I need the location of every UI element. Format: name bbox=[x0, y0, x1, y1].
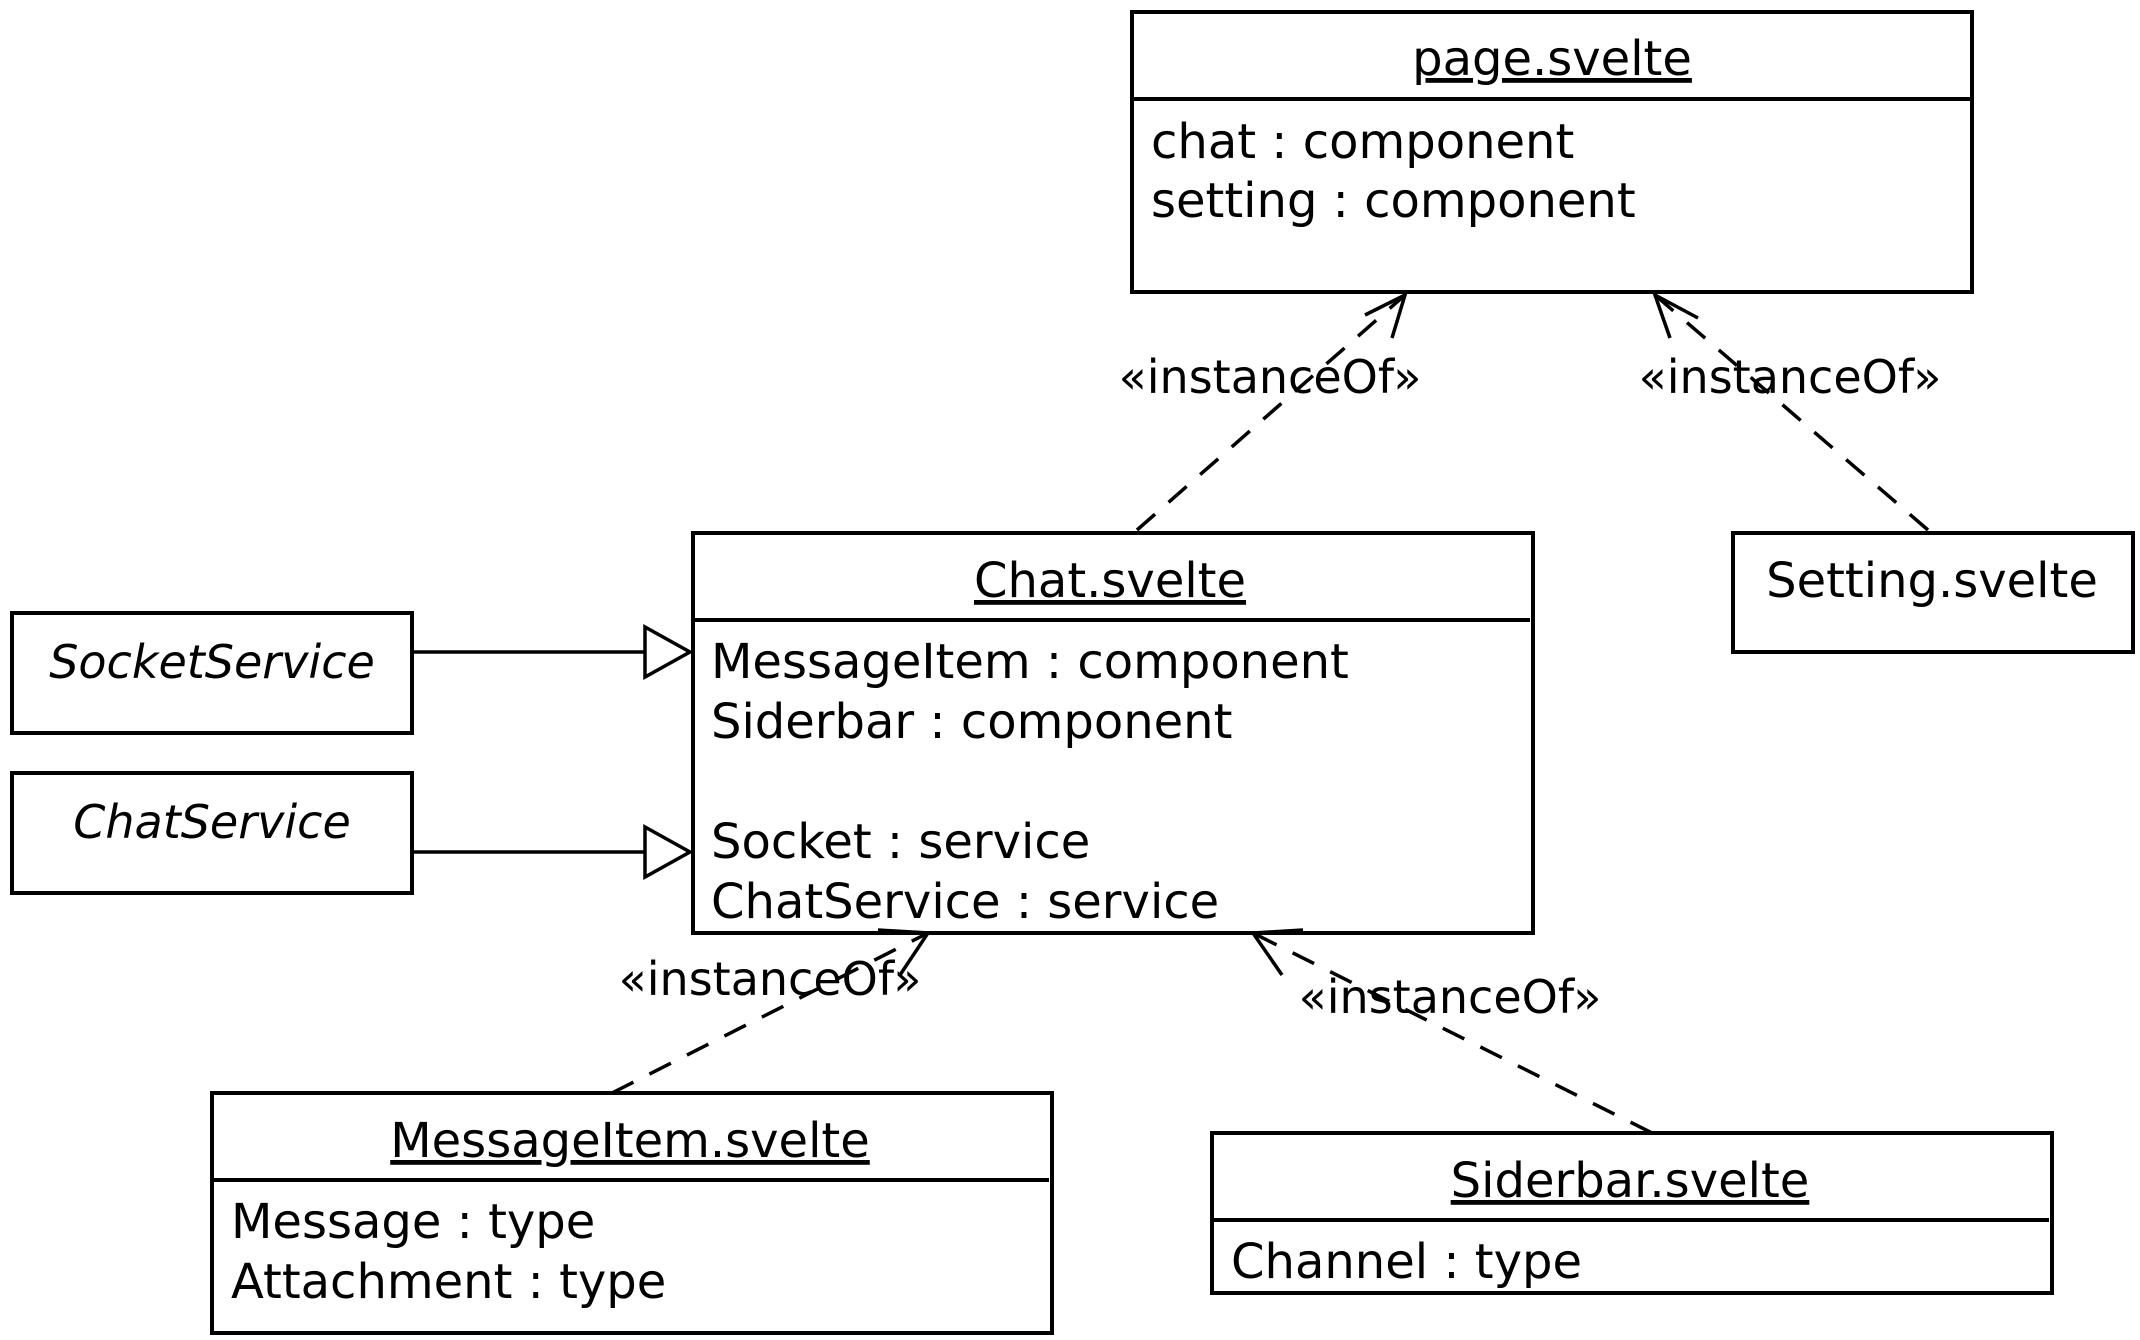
class-attribute: ChatService : service bbox=[711, 874, 1219, 930]
stereotype-label: «instanceOf» bbox=[1299, 970, 1602, 1024]
class-name: Chat.svelte bbox=[974, 553, 1246, 609]
class-attribute: chat : component bbox=[1151, 114, 1574, 170]
class-name: Siderbar.svelte bbox=[1451, 1153, 1810, 1209]
dependency-setting-to-page: «instanceOf» bbox=[1639, 291, 1942, 532]
class-box bbox=[210, 1091, 1054, 1335]
class-setting-svelte[interactable]: Setting.svelte bbox=[1731, 531, 2135, 654]
class-attribute: Socket : service bbox=[711, 814, 1090, 870]
class-box bbox=[1210, 1131, 2054, 1295]
class-chat-svelte[interactable]: Chat.svelte MessageItem : component Side… bbox=[691, 531, 1535, 935]
class-attribute: Message : type bbox=[231, 1194, 595, 1250]
class-siderbar-svelte[interactable]: Siderbar.svelte Channel : type bbox=[1210, 1131, 2054, 1295]
interface-name: SocketService bbox=[49, 635, 375, 689]
open-arrowhead bbox=[1651, 291, 1699, 339]
dependency-line bbox=[1653, 293, 1930, 532]
stereotype-label: «instanceOf» bbox=[1639, 350, 1942, 404]
interface-chat-service[interactable]: ChatService bbox=[10, 771, 414, 895]
class-attribute: setting : component bbox=[1151, 173, 1636, 229]
interface-socket-service[interactable]: SocketService bbox=[10, 611, 414, 735]
realization-socketservice-to-chat bbox=[412, 624, 694, 680]
class-name: Setting.svelte bbox=[1766, 553, 2098, 609]
class-name: MessageItem.svelte bbox=[390, 1113, 870, 1169]
class-attribute: Channel : type bbox=[1231, 1234, 1582, 1290]
stereotype-label: «instanceOf» bbox=[619, 952, 922, 1006]
stereotype-label: «instanceOf» bbox=[1119, 350, 1422, 404]
open-arrowhead bbox=[1249, 928, 1304, 976]
dependency-line bbox=[1135, 293, 1407, 532]
class-box bbox=[1731, 531, 2135, 654]
class-messageitem-svelte[interactable]: MessageItem.svelte Message : type Attach… bbox=[210, 1091, 1054, 1335]
class-box bbox=[691, 531, 1535, 935]
dependency-siderbar-to-chat: «instanceOf» bbox=[1249, 928, 1653, 1135]
dependency-chat-to-page: «instanceOf» bbox=[1119, 291, 1422, 532]
class-attribute: Siderbar : component bbox=[711, 694, 1232, 750]
class-attribute: MessageItem : component bbox=[711, 634, 1349, 690]
open-arrowhead bbox=[1364, 291, 1408, 339]
open-arrowhead bbox=[877, 928, 932, 976]
dependency-line bbox=[1252, 931, 1653, 1135]
class-name: page.svelte bbox=[1412, 31, 1692, 87]
interface-name: ChatService bbox=[73, 795, 351, 849]
dependency-line bbox=[611, 931, 929, 1095]
hollow-triangle-arrowhead bbox=[643, 824, 694, 880]
realization-chatservice-to-chat bbox=[412, 824, 694, 880]
hollow-triangle-arrowhead bbox=[643, 624, 694, 680]
class-box bbox=[1130, 10, 1974, 294]
interface-box bbox=[10, 771, 414, 895]
dependency-messageitem-to-chat: «instanceOf» bbox=[611, 928, 932, 1095]
interface-box bbox=[10, 611, 414, 735]
class-attribute: Attachment : type bbox=[231, 1254, 666, 1310]
class-page-svelte[interactable]: page.svelte chat : component setting : c… bbox=[1130, 10, 1974, 294]
